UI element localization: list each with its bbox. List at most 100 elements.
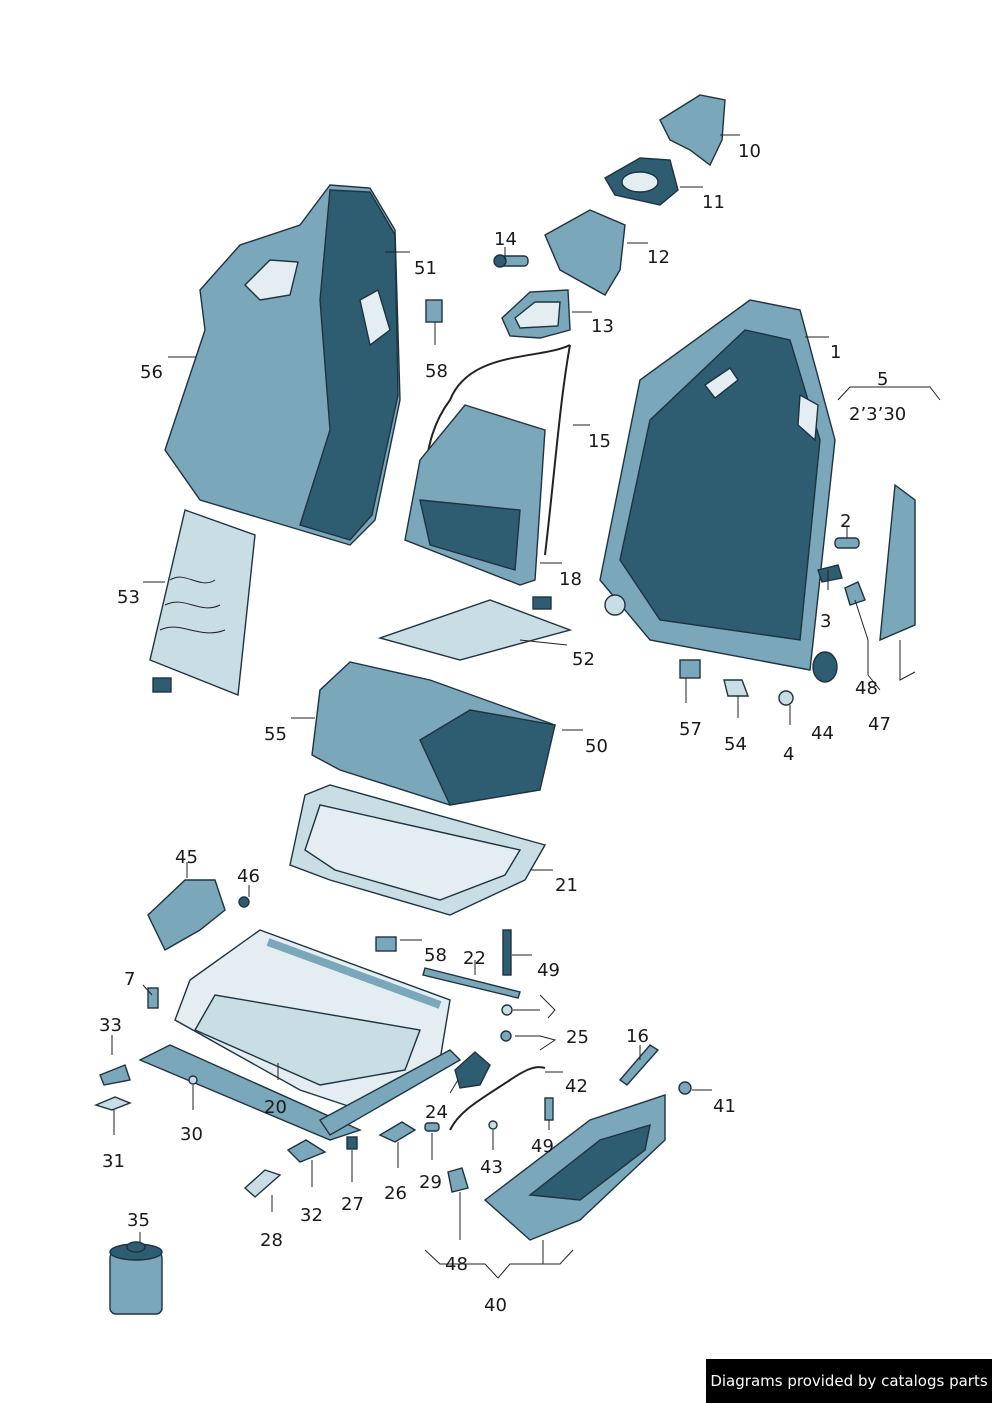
label-14: 14 [494, 229, 517, 250]
label-46: 46 [237, 866, 260, 887]
label-11: 11 [702, 192, 725, 213]
part-31-cover [93, 1096, 132, 1111]
label-52: 52 [572, 649, 595, 670]
part-52-connector [532, 596, 552, 610]
part-10-bracket [659, 94, 726, 167]
label-44: 44 [811, 723, 834, 744]
label-33: 33 [99, 1015, 122, 1036]
part-21-inner [304, 804, 522, 901]
label-5: 5 [877, 369, 888, 390]
label-57: 57 [679, 719, 702, 740]
part-28-handle [243, 1169, 282, 1198]
label-49-lower: 49 [531, 1136, 554, 1157]
part-40-inner [528, 1123, 651, 1201]
part-44-knob [812, 651, 838, 683]
part-22-rod [422, 967, 521, 999]
part-33-bracket [99, 1064, 131, 1086]
label-43: 43 [480, 1157, 503, 1178]
label-20: 20 [264, 1097, 287, 1118]
label-53: 53 [117, 587, 140, 608]
part-26-bracket [378, 1121, 417, 1143]
label-29: 29 [419, 1172, 442, 1193]
label-54: 54 [724, 734, 747, 755]
part-7-bolt [147, 987, 159, 1009]
footer-credit: Diagrams provided by catalogs parts [706, 1359, 992, 1403]
label-26: 26 [384, 1183, 407, 1204]
label-18: 18 [559, 569, 582, 590]
part-13-inner [514, 301, 561, 329]
label-25: 25 [566, 1027, 589, 1048]
part-45-bracket [147, 879, 226, 951]
label-58-lower: 58 [424, 945, 447, 966]
label-2: 2 [840, 511, 851, 532]
label-41: 41 [713, 1096, 736, 1117]
label-40: 40 [484, 1295, 507, 1316]
part-50-cushion-cover [419, 709, 556, 806]
part-27-clip [346, 1136, 358, 1150]
label-45: 45 [175, 847, 198, 868]
label-13: 13 [591, 316, 614, 337]
label-30: 30 [180, 1124, 203, 1145]
part-58-clip-upper [425, 299, 443, 323]
part-4-bolt [778, 690, 794, 706]
part-53-heater-mat [149, 509, 256, 696]
part-32-bracket [286, 1139, 327, 1163]
leader-lines [111, 134, 941, 1279]
label-5-sub: 2’3’30 [849, 404, 906, 425]
part-46-fastener [238, 896, 250, 908]
part-49-bolt-lower [544, 1097, 554, 1121]
part-11-inner [621, 171, 659, 193]
label-10: 10 [738, 141, 761, 162]
part-48-clip-lower [447, 1167, 469, 1193]
part-18-inner [419, 499, 521, 571]
label-51: 51 [414, 258, 437, 279]
part-52-seat-heater [377, 599, 573, 661]
label-3: 3 [820, 611, 831, 632]
label-1: 1 [830, 342, 841, 363]
part-24-motor [454, 1051, 491, 1089]
part-20-seat-frame [138, 929, 462, 1141]
label-4: 4 [783, 744, 794, 765]
label-56: 56 [140, 362, 163, 383]
label-24: 24 [425, 1102, 448, 1123]
label-55: 55 [264, 724, 287, 745]
part-58-clip-lower [375, 936, 397, 952]
part-49-bolt-upper [502, 929, 512, 976]
part-16-strip [618, 1044, 660, 1086]
part-25-screw [500, 1030, 512, 1042]
part-35-can [109, 1241, 163, 1315]
label-42: 42 [565, 1076, 588, 1097]
part-number-labels: 10 11 12 13 14 51 58 56 15 18 1 5 2’3’30… [99, 141, 906, 1316]
label-7: 7 [124, 969, 135, 990]
part-29-screw [424, 1122, 440, 1132]
part-41-fastener [678, 1081, 692, 1095]
label-49-upper: 49 [537, 960, 560, 981]
part-47-side-trim [879, 483, 916, 642]
label-58-upper: 58 [425, 361, 448, 382]
label-35: 35 [127, 1210, 150, 1231]
footer-text: Diagrams provided by catalogs parts [710, 1372, 988, 1390]
label-12: 12 [647, 247, 670, 268]
label-31: 31 [102, 1151, 125, 1172]
part-2-screw [834, 537, 860, 549]
label-15: 15 [588, 431, 611, 452]
label-21: 21 [555, 875, 578, 896]
label-16: 16 [626, 1026, 649, 1047]
label-50: 50 [585, 736, 608, 757]
label-48-right: 48 [855, 678, 878, 699]
label-32: 32 [300, 1205, 323, 1226]
part-12-bracket [544, 209, 626, 296]
part-43-screw [488, 1120, 498, 1130]
part-1-backrest-shell [599, 299, 836, 671]
part-54-pad [723, 679, 750, 697]
label-48-lower: 48 [445, 1254, 468, 1275]
part-3-clip [817, 564, 843, 583]
part-30-screw [188, 1075, 198, 1085]
part-56-backrest-cover [164, 184, 401, 546]
label-47: 47 [868, 714, 891, 735]
label-22: 22 [463, 948, 486, 969]
part-14-bolt [493, 254, 529, 268]
label-27: 27 [341, 1194, 364, 1215]
part-25-nut [501, 1004, 513, 1016]
